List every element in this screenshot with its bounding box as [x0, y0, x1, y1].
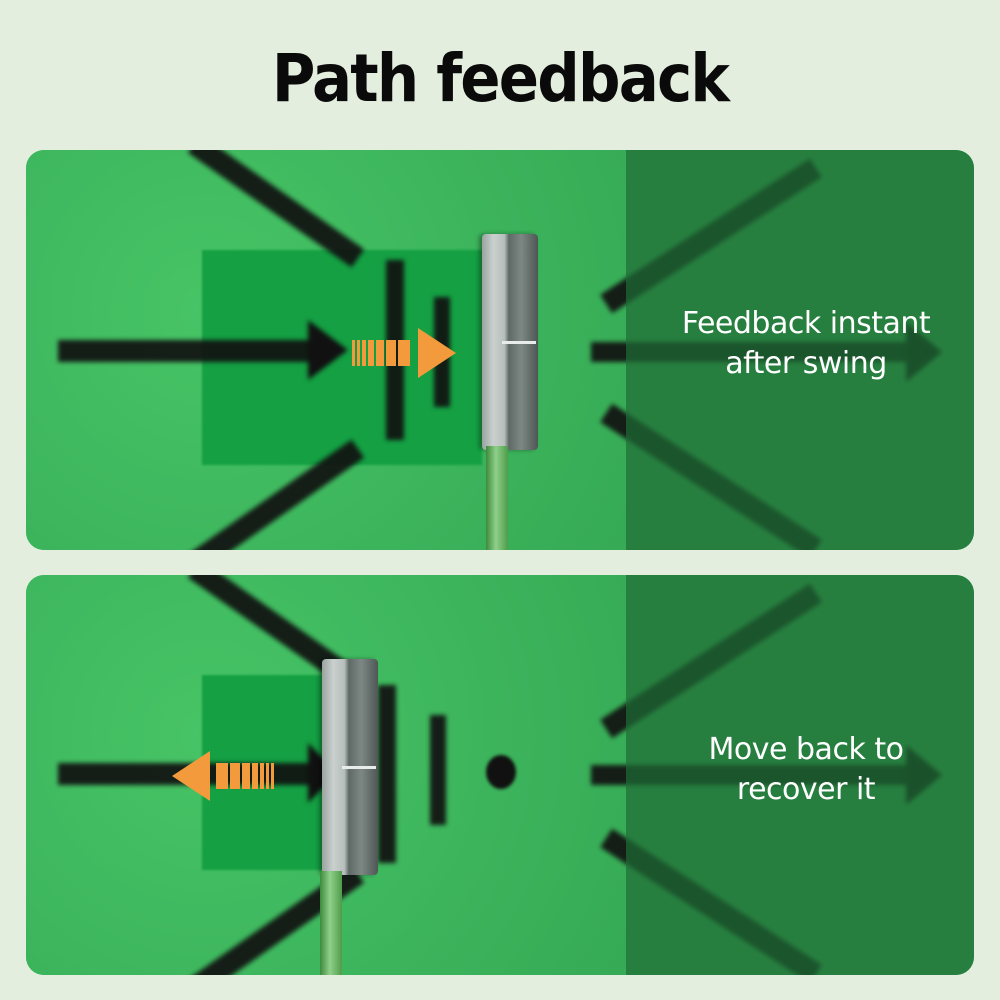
alignment-line	[342, 766, 376, 769]
page-title: Path feedback	[271, 40, 730, 117]
caption-line: after swing	[725, 346, 887, 381]
gate-bar	[378, 685, 396, 863]
caption-line: Move back to	[708, 732, 904, 767]
panel-feedback-instant: Feedback instant after swing	[26, 150, 974, 550]
target-arrowhead-icon	[308, 320, 348, 380]
caption: Feedback instant after swing	[656, 304, 956, 384]
caption-line: Feedback instant	[681, 306, 931, 341]
caption-overlay	[626, 150, 974, 550]
target-line	[58, 340, 318, 362]
caption: Move back to recover it	[656, 730, 956, 810]
caption-overlay	[626, 575, 974, 975]
putter-shaft	[486, 446, 508, 550]
gate-bar	[430, 715, 446, 825]
putter-shaft	[320, 871, 342, 975]
caption-line: recover it	[736, 772, 876, 807]
target-dot	[486, 755, 516, 789]
panel-move-back: Move back to recover it	[26, 575, 974, 975]
alignment-line	[502, 341, 536, 344]
